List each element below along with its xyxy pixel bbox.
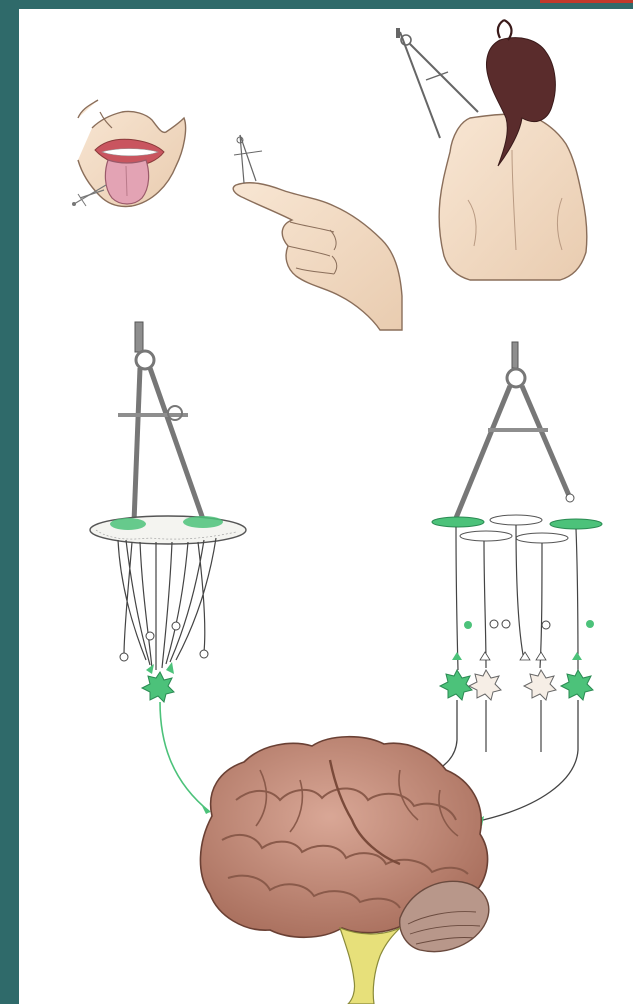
finger-caliper-icon [233, 135, 402, 330]
sparse-receptor-compass-icon [430, 342, 602, 826]
tongue-caliper-icon [72, 100, 186, 207]
dense-receptor-compass-icon [90, 322, 246, 814]
brain-icon [200, 737, 488, 1004]
back-caliper-icon [396, 20, 587, 280]
